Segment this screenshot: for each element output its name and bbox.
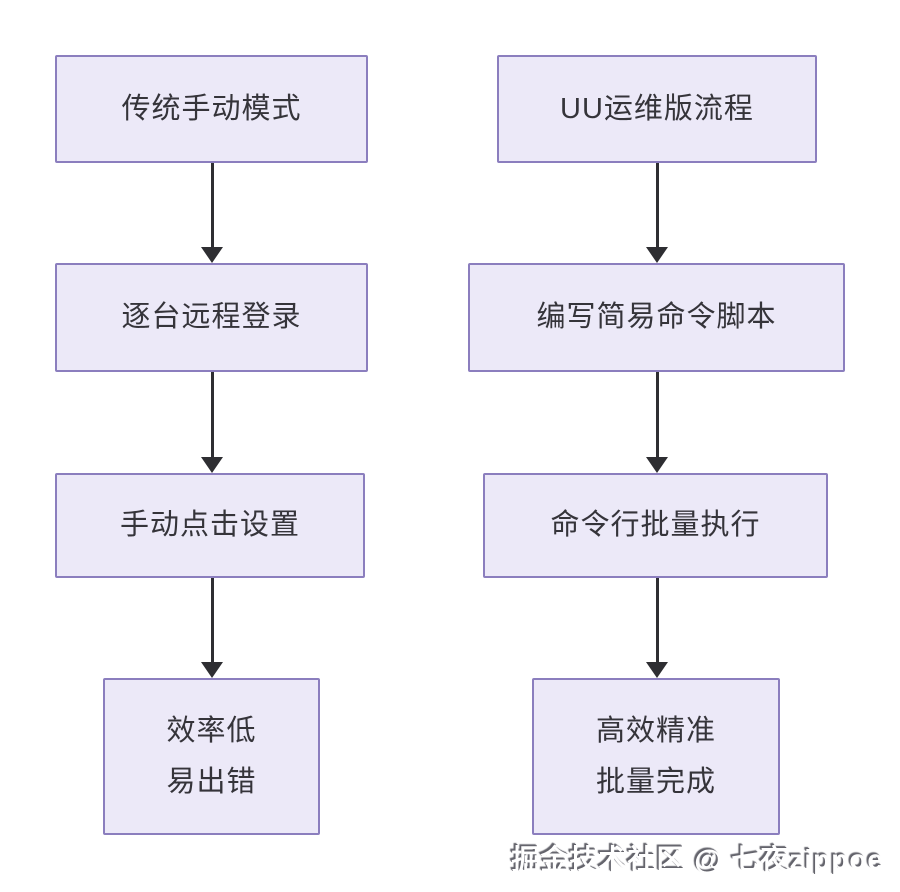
arrow-shaft — [210, 372, 214, 457]
flow-node-command-line-batch-execute: 命令行批量执行 — [483, 473, 828, 578]
arrow-down-icon — [646, 163, 668, 263]
flow-node-label: 命令行批量执行 — [550, 509, 761, 542]
flow-node-uu-ops-process: UU运维版流程 — [497, 55, 817, 163]
arrow-shaft — [655, 578, 659, 662]
flow-node-efficient-precise-batch-complete: 高效精准 批量完成 — [532, 678, 780, 835]
arrow-head — [646, 247, 668, 263]
flow-node-low-efficiency-error-prone: 效率低 易出错 — [103, 678, 320, 835]
arrow-shaft — [210, 578, 214, 662]
flow-node-manual-click-settings: 手动点击设置 — [55, 473, 365, 578]
flow-node-label-line1: 效率低 — [166, 714, 257, 747]
flow-node-label-line2: 易出错 — [166, 765, 257, 798]
arrow-down-icon — [201, 163, 223, 263]
flow-node-remote-login-one-by-one: 逐台远程登录 — [55, 263, 368, 372]
arrow-shaft — [655, 372, 659, 457]
arrow-down-icon — [201, 372, 223, 473]
arrow-down-icon — [646, 578, 668, 678]
arrow-head — [646, 662, 668, 678]
flow-node-label: UU运维版流程 — [560, 92, 754, 125]
flow-node-label: 手动点击设置 — [119, 509, 300, 542]
arrow-shaft — [210, 163, 214, 247]
arrow-shaft — [655, 163, 659, 247]
arrow-head — [201, 247, 223, 263]
arrow-head — [201, 457, 223, 473]
flow-node-write-simple-command-script: 编写简易命令脚本 — [468, 263, 845, 372]
arrow-head — [646, 457, 668, 473]
arrow-down-icon — [201, 578, 223, 678]
flow-node-label: 编写简易命令脚本 — [536, 301, 777, 334]
flow-node-traditional-manual-mode: 传统手动模式 — [55, 55, 368, 163]
flow-node-label-line2: 批量完成 — [595, 765, 716, 798]
arrow-down-icon — [646, 372, 668, 473]
watermark-text: 掘金技术社区 @ 七夜zippoe — [511, 844, 884, 875]
flow-node-label: 逐台远程登录 — [121, 301, 302, 334]
flow-node-label-line1: 高效精准 — [595, 714, 716, 747]
arrow-head — [201, 662, 223, 678]
flow-node-label: 传统手动模式 — [121, 92, 302, 125]
